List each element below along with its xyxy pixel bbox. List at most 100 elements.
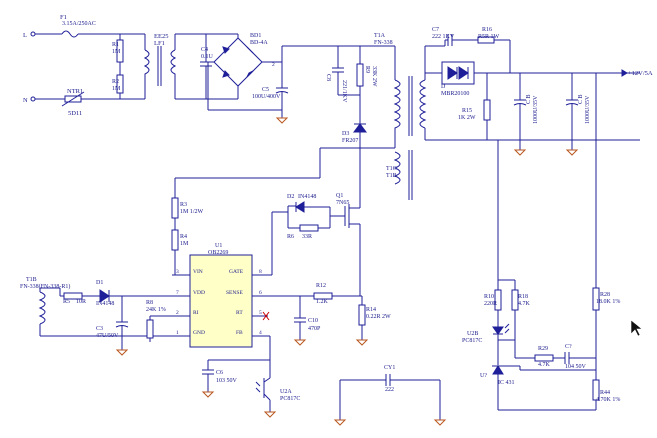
r44-value: 4.70K 1%	[596, 397, 620, 403]
q1-ref: Q1	[336, 193, 343, 199]
terminal-N: N	[23, 97, 28, 104]
t1b-mid: T1B	[386, 173, 397, 179]
r9-value: 33K 2W	[371, 66, 377, 87]
r9-ref: R9	[364, 66, 370, 73]
r16-ref: R16	[482, 27, 492, 33]
r14-value: 0.22R 2W	[366, 314, 391, 320]
r10-ref: R10	[484, 294, 494, 300]
t1b-ref: T1B	[26, 277, 37, 283]
r4-ref: R4	[180, 234, 187, 240]
primary-section: C8 221/1KV R9 33K 2W D3 FR207 T1A FN-338…	[175, 33, 413, 200]
pin-ri: RI	[193, 310, 199, 316]
pin-fb: FB	[236, 330, 243, 336]
pin-sense: SENSE	[226, 290, 243, 296]
c3-value: 47U/50V	[96, 333, 119, 339]
lf-value: LF1	[154, 40, 165, 47]
pin-n8: 8	[259, 269, 262, 275]
u1-value: OB2269	[208, 250, 228, 256]
u2b-ref: U2B	[467, 331, 478, 337]
input-section: L N F1 3.15A/250AC NTR1 5D11 R1 1M R2 1M	[23, 14, 289, 124]
d2-ref: D2	[287, 194, 294, 200]
mouse-cursor-icon	[630, 319, 643, 337]
pin-n2: 2	[176, 310, 179, 316]
pin-n7: 7	[176, 290, 179, 296]
pin-n5: 5	[259, 310, 262, 316]
r1-ref: R1	[112, 42, 119, 48]
r2-value: 1M	[112, 86, 121, 92]
terminal-L: L	[23, 32, 27, 39]
cy1-section: CY1 222	[333, 365, 447, 426]
pin-vdd: VDD	[193, 290, 205, 296]
r16-value: R5R 1W	[478, 34, 500, 40]
r15-ref: R15	[462, 108, 472, 114]
r3-ref: R3	[180, 202, 187, 208]
secondary-section: C7 222 1KV R16 R5R 1W D MBR20100 R15 1K …	[419, 27, 653, 156]
pin-gnd: GND	[193, 330, 205, 336]
c8-ref: C8	[325, 74, 331, 81]
c4-ref: C4	[201, 47, 208, 53]
r29-value: 4.7K	[538, 362, 551, 368]
d3-ref: D3	[342, 131, 349, 137]
r28-ref: R28	[600, 292, 610, 298]
r1-value: 1M	[112, 49, 121, 55]
u1-ref: U1	[215, 243, 222, 249]
pin-gate: GATE	[229, 269, 244, 275]
controller-section: U1 OB2269 VIN VDD RI GND GATE SENSE RT F…	[40, 178, 391, 418]
fuse-value: 3.15A/250AC	[62, 21, 96, 27]
t1b-value: FN-338(FN-338-R1)	[20, 283, 70, 290]
r15-value: 1K 2W	[458, 115, 476, 121]
pin-n4: 4	[259, 330, 262, 336]
c9-value: 104 50V	[565, 364, 587, 370]
bd1-pin2: 2	[272, 62, 275, 68]
r12-value: 1.2K	[316, 299, 329, 305]
pin-rt: RT	[236, 310, 243, 316]
bd1-ref: BD1	[250, 33, 261, 39]
u7-ref: U?	[480, 373, 487, 379]
c8-value: 221/1KV	[341, 80, 347, 103]
c6-ref: C6	[216, 370, 223, 376]
pin-n6: 6	[259, 290, 262, 296]
c6-value: 103 50V	[216, 378, 238, 384]
bd1-value: BD-4A	[250, 40, 268, 46]
r10-value: 220R	[484, 301, 497, 307]
u1-chip	[189, 254, 253, 348]
ntr-ref: NTR1	[67, 88, 83, 95]
r5-value: 10R	[76, 299, 86, 305]
pin-n3: 3	[176, 269, 179, 275]
c7-ref: C7	[432, 27, 439, 33]
c10-value: 470P	[308, 326, 321, 332]
u2b-value: PC817C	[462, 338, 482, 344]
cy1-ref: CY1	[384, 365, 395, 371]
r18-value: 4.7K	[518, 301, 531, 307]
u7-value: IC 431	[498, 380, 515, 386]
u2a-ref: U2A	[280, 389, 292, 395]
cb1-value: 1000U/35V	[533, 95, 539, 124]
feedback-section: R10 220R R18 4.7K U2B PC817C U? IC 431 R…	[462, 73, 620, 411]
r5-ref: R5	[63, 299, 70, 305]
r18-ref: R18	[518, 294, 528, 300]
c3-ref: C3	[96, 326, 103, 332]
d-value: MBR20100	[441, 91, 469, 97]
r8-ref: R8	[146, 300, 153, 306]
output-rail: +12V/5A	[628, 70, 653, 77]
pin-vin: VIN	[193, 269, 203, 275]
r29-ref: R29	[538, 346, 548, 352]
r8-value: 24K 1%	[146, 307, 166, 313]
t1a-ref: T1A	[374, 33, 386, 39]
c7-value: 222 1KV	[432, 34, 455, 40]
c9-ref: C?	[565, 344, 572, 350]
cb1-ref: C B	[526, 94, 532, 104]
t1a-value: FN-338	[374, 40, 393, 46]
aux-section: T1B FN-338(FN-338-R1) R5 10R D1 IN4148 C…	[20, 277, 166, 356]
lf-ref: EE25	[154, 33, 168, 40]
c4-value: 0.1U	[201, 54, 214, 60]
r14-ref: R14	[366, 307, 376, 313]
cb2-value: 1000U/35V	[585, 95, 591, 124]
r3-value: 1M 1/2W	[180, 209, 204, 215]
r6-ref: R6	[287, 234, 294, 240]
cb2-ref: C B	[578, 94, 584, 104]
u2a-value: PC817C	[280, 396, 300, 402]
r4-value: 1M	[180, 241, 189, 247]
d1-ref: D1	[96, 280, 103, 286]
